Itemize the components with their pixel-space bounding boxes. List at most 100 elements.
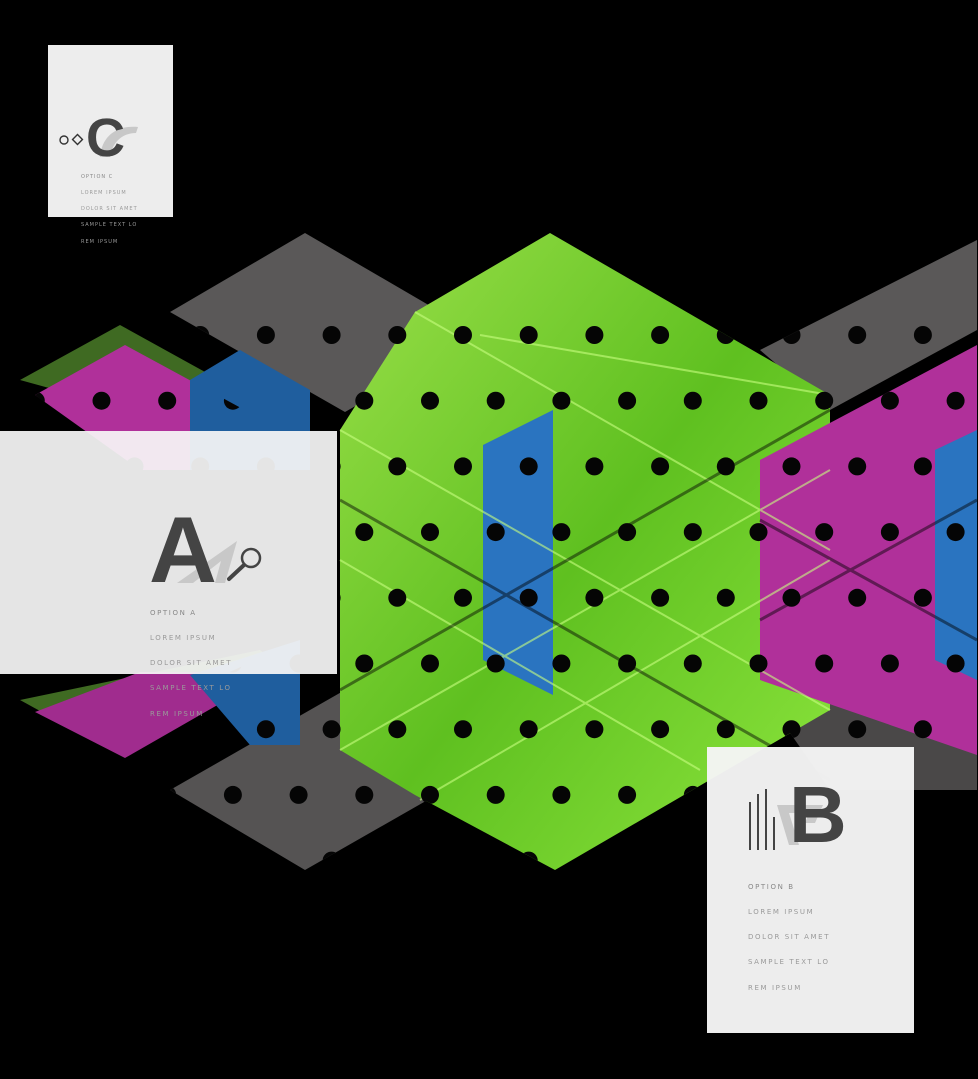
blue-band xyxy=(483,410,553,695)
option-label: OPTION A xyxy=(150,608,197,617)
gray-band xyxy=(760,240,977,410)
dot xyxy=(552,654,571,673)
dot xyxy=(322,326,341,344)
text-line: REM IPSUM xyxy=(81,238,119,245)
option-letter: A xyxy=(149,497,217,602)
dot xyxy=(585,457,604,476)
dot xyxy=(552,523,571,542)
dot xyxy=(289,785,308,804)
dot xyxy=(716,588,735,607)
dot xyxy=(158,391,177,410)
dot xyxy=(388,326,407,344)
dot xyxy=(486,523,505,542)
magenta-band xyxy=(760,345,977,755)
text-line: REM IPSUM xyxy=(150,709,204,718)
dot xyxy=(421,654,439,673)
dot xyxy=(913,457,932,476)
dot xyxy=(913,326,932,344)
dot xyxy=(585,720,604,739)
text-line: LOREM IPSUM xyxy=(748,908,815,917)
dot xyxy=(946,654,965,673)
dot xyxy=(946,523,965,542)
dot xyxy=(519,326,538,344)
dot xyxy=(880,654,899,673)
circle-diamond-icon xyxy=(59,133,84,146)
dot xyxy=(355,654,374,673)
dot xyxy=(552,785,571,804)
option-label: OPTION B xyxy=(748,882,795,891)
option-text: OPTION B LOREM IPSUM DOLOR SIT AMET SAMP… xyxy=(748,866,830,1009)
dot xyxy=(651,588,670,607)
dot xyxy=(585,588,604,607)
option-letter: C xyxy=(86,108,125,168)
dot xyxy=(618,785,637,804)
dot xyxy=(716,457,735,476)
dot xyxy=(749,391,768,410)
dot xyxy=(454,720,472,739)
letter-shadow-shape xyxy=(100,126,138,157)
dot xyxy=(355,391,374,410)
dot xyxy=(486,785,505,804)
blue-band xyxy=(935,430,977,680)
dot xyxy=(519,720,538,739)
dot xyxy=(454,326,472,344)
text-line: SAMPLE TEXT LO xyxy=(748,958,830,967)
dot xyxy=(585,326,604,344)
dot xyxy=(486,391,505,410)
option-text: OPTION C LOREM IPSUM DOLOR SIT AMET SAMP… xyxy=(81,164,138,256)
letter-shadow-shape xyxy=(777,805,823,845)
magnifier-icon xyxy=(227,547,262,581)
dot xyxy=(618,654,637,673)
dot xyxy=(782,457,801,476)
dot xyxy=(454,588,472,607)
dot xyxy=(486,654,505,673)
dot xyxy=(388,457,407,476)
dot xyxy=(223,785,242,804)
dot xyxy=(848,457,867,476)
option-b-card: B OPTION B LOREM IPSUM DOLOR SIT AMET SA… xyxy=(707,747,914,1033)
text-line: REM IPSUM xyxy=(748,983,802,992)
dot xyxy=(256,326,275,344)
dot xyxy=(815,391,834,410)
text-line: DOLOR SIT AMET xyxy=(748,933,831,942)
dot xyxy=(946,391,965,410)
dot xyxy=(749,523,768,542)
dot xyxy=(651,720,670,739)
dot xyxy=(749,654,768,673)
dot xyxy=(92,391,111,410)
option-text: OPTION A LOREM IPSUM DOLOR SIT AMET SAMP… xyxy=(150,592,232,735)
dot xyxy=(913,720,932,739)
dot xyxy=(519,457,538,476)
dot xyxy=(880,523,899,542)
option-a-card: A OPTION A LOREM IPSUM DOLOR SIT AMET SA… xyxy=(0,431,337,718)
dot xyxy=(618,391,637,410)
dot xyxy=(815,654,834,673)
bar-lines-icon xyxy=(749,789,775,850)
dot xyxy=(716,720,735,739)
option-label: OPTION C xyxy=(81,173,114,180)
dot xyxy=(519,588,538,607)
dot xyxy=(913,588,932,607)
dot xyxy=(454,457,472,476)
option-letter: B xyxy=(789,770,847,859)
dot xyxy=(651,457,670,476)
green-diamond xyxy=(340,233,830,870)
dot xyxy=(256,720,275,739)
letter-shadow-shape xyxy=(177,541,237,583)
dot xyxy=(618,523,637,542)
option-c-card: C OPTION C LOREM IPSUM DOLOR SIT AMET SA… xyxy=(48,45,173,245)
text-line: DOLOR SIT AMET xyxy=(150,659,233,668)
dot xyxy=(683,654,702,673)
dot xyxy=(388,588,407,607)
dot xyxy=(683,391,702,410)
dot xyxy=(880,391,899,410)
dot xyxy=(782,720,801,739)
text-line: LOREM IPSUM xyxy=(81,190,127,197)
dot xyxy=(421,523,439,542)
dot xyxy=(683,523,702,542)
dot xyxy=(651,326,670,344)
dot xyxy=(848,588,867,607)
dot xyxy=(848,326,867,344)
dot xyxy=(355,523,374,542)
